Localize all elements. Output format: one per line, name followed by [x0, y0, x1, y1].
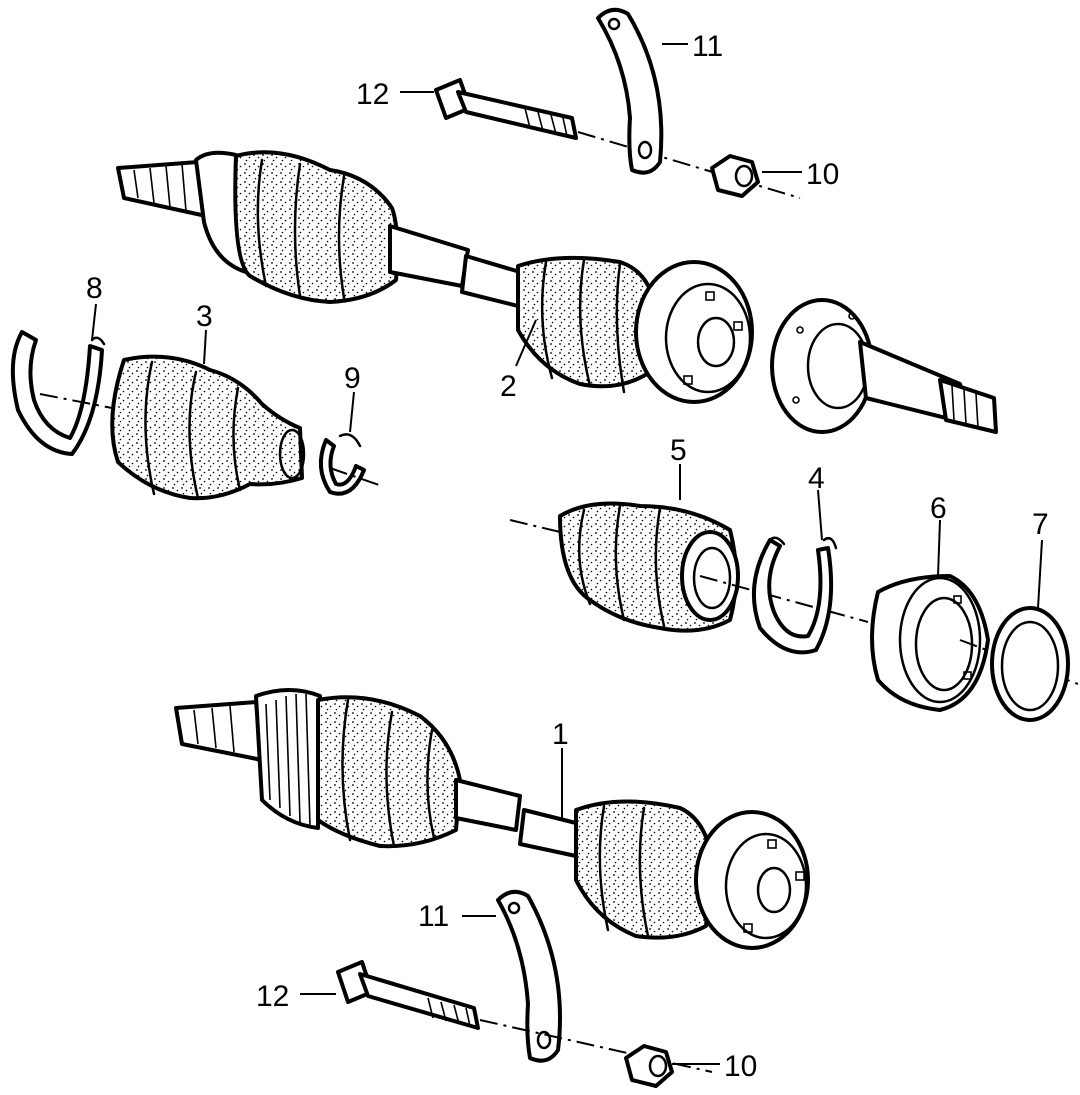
seal-ring-7 [990, 606, 1070, 722]
clamp-small-9 [318, 433, 366, 496]
bracket-upper [596, 7, 664, 175]
axis-upper-bolt [577, 131, 801, 199]
driveshaft-upper [116, 150, 754, 404]
bolt-lower [336, 960, 480, 1030]
callout-10-bottom: 10 [724, 1050, 757, 1083]
callout-7: 7 [1032, 508, 1049, 541]
wheel-hub-flange [770, 298, 998, 434]
callout-3: 3 [196, 300, 213, 333]
callout-11-bottom: 11 [418, 900, 449, 933]
nut-lower [624, 1044, 674, 1088]
axis-clamp-8 [39, 393, 113, 409]
callout-5: 5 [670, 434, 687, 467]
callout-11-top: 11 [692, 30, 723, 63]
driveshaft-lower [174, 688, 810, 950]
callout-6: 6 [930, 492, 947, 525]
boot-outer-5 [558, 501, 740, 633]
leader-lines [91, 43, 1043, 1065]
callout-4: 4 [808, 462, 825, 495]
callout-12-bottom: 12 [256, 980, 289, 1013]
axis-clamp-9 [329, 467, 383, 487]
nut-upper [710, 154, 760, 198]
boot-inner-3 [110, 354, 306, 501]
callout-1: 1 [552, 718, 569, 751]
callout-9: 9 [344, 362, 361, 395]
callout-8: 8 [86, 272, 103, 305]
clamp-large-8 [10, 330, 106, 456]
callout-2: 2 [500, 370, 517, 403]
axis-boot-kit [699, 575, 869, 623]
bracket-lower [496, 889, 562, 1063]
callout-10-top: 10 [806, 158, 839, 191]
clamp-large-4 [751, 536, 838, 655]
callout-12-top: 12 [356, 78, 389, 111]
bolt-upper [434, 78, 578, 140]
axis-boot-5-left [509, 519, 561, 533]
